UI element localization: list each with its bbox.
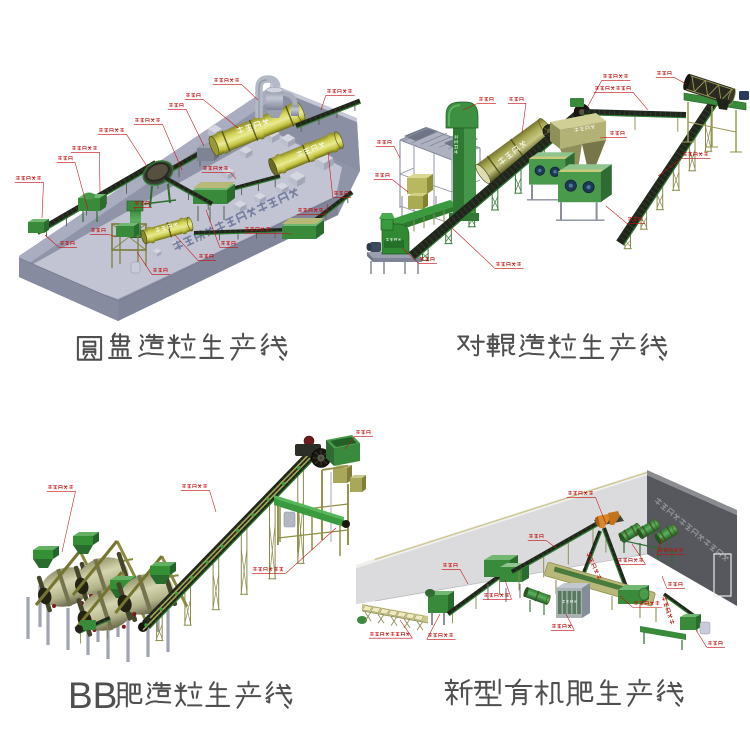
svg-text:BB: BB bbox=[68, 675, 117, 716]
